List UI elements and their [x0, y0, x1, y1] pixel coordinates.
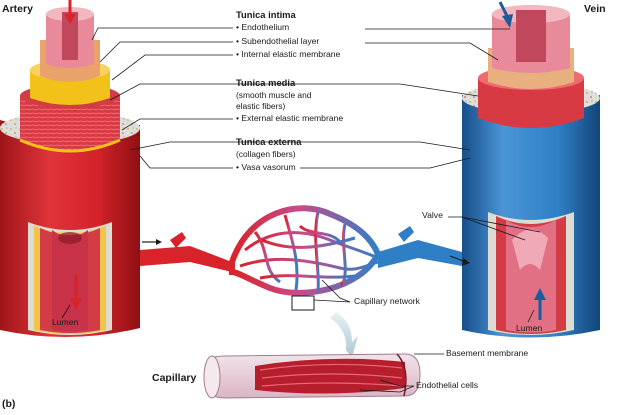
tunica-externa-note: (collagen fibers) [236, 149, 296, 159]
artery-heading: Artery [2, 3, 33, 15]
vein-illustration [462, 1, 600, 338]
tunica-externa-title: Tunica externa [236, 136, 302, 147]
internal-elastic-membrane-label: Internal elastic membrane [236, 49, 340, 60]
tunica-intima-title: Tunica intima [236, 9, 296, 20]
vasa-vasorum-label: Vasa vasorum [236, 162, 295, 173]
tunica-media-note-2: elastic fibers) [236, 101, 286, 111]
subendothelial-layer-label: Subendothelial layer [236, 36, 319, 47]
vein-lumen-label: Lumen [516, 323, 543, 333]
capillary-network-illustration [140, 205, 470, 358]
valve-flap [512, 229, 548, 270]
endothelial-cells-label: Endothelial cells [416, 380, 479, 390]
endothelium-label: Endothelium [236, 22, 289, 33]
basement-membrane-label: Basement membrane [446, 348, 529, 358]
capillary-detail-illustration [203, 353, 421, 399]
artery-illustration [0, 0, 140, 338]
valve-label: Valve [422, 210, 443, 220]
tunica-media-title: Tunica media [236, 77, 296, 88]
artery-lumen-label: Lumen [52, 317, 79, 327]
external-elastic-membrane-label: External elastic membrane [236, 113, 343, 124]
capillary-heading: Capillary [152, 372, 197, 384]
vein-heading: Vein [584, 3, 606, 15]
panel-label: (b) [2, 398, 16, 410]
leader-lines [61, 27, 541, 393]
tunica-media-note-1: (smooth muscle and [236, 90, 312, 100]
capillary-network-label: Capillary network [354, 296, 420, 306]
